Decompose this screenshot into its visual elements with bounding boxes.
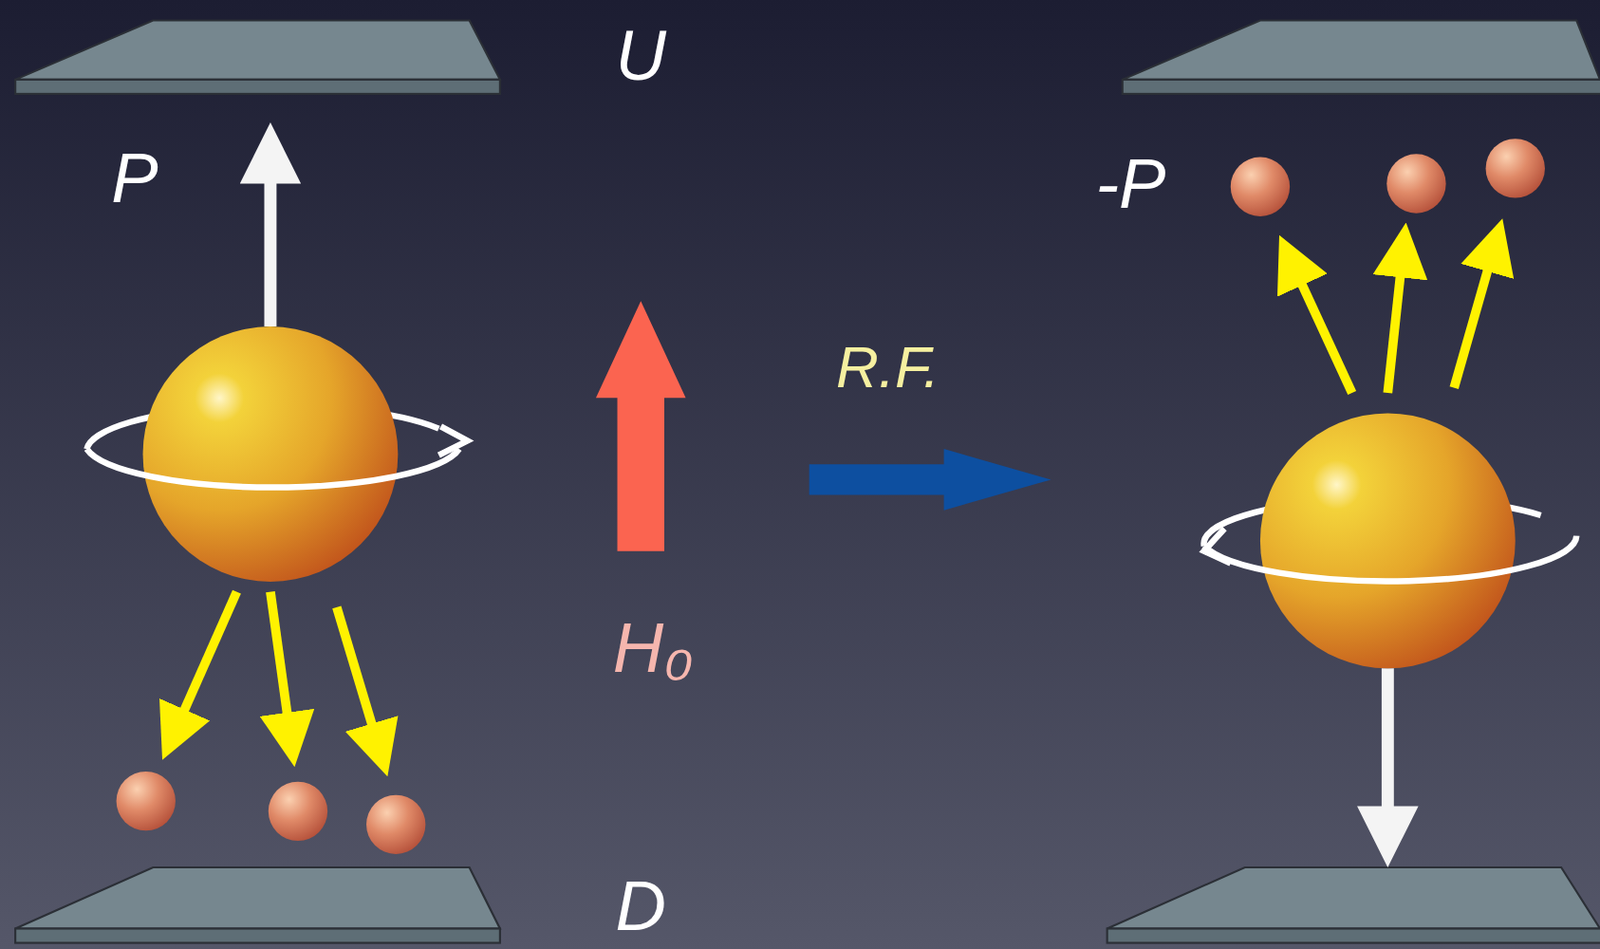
- field-label: H₀: [613, 613, 694, 684]
- field-arrow: [595, 300, 687, 551]
- rf-label: R.F.: [836, 337, 940, 397]
- left-spin: [86, 152, 467, 855]
- plates: [15, 20, 1600, 944]
- right-spin: [1204, 138, 1578, 837]
- polarization-label: P: [111, 143, 158, 214]
- rf-arrow: [809, 448, 1052, 511]
- plate-label: D: [615, 871, 667, 942]
- polarization-label: -P: [1095, 148, 1166, 220]
- plate-label: U: [615, 20, 667, 92]
